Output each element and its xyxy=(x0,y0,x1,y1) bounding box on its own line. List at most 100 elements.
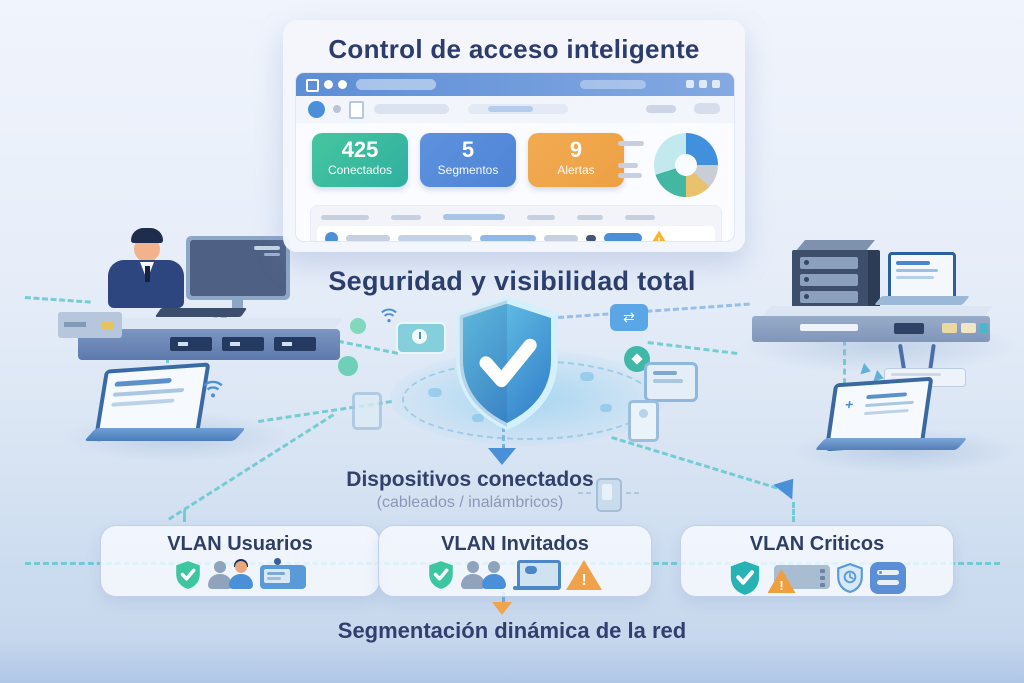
server-drive-bay xyxy=(800,257,858,269)
arrow-down-segmentation xyxy=(492,602,512,615)
platform-chip-4 xyxy=(600,404,612,412)
stat-card-alertas: 9 Alertas xyxy=(528,133,624,187)
server-blue-icon xyxy=(869,562,906,594)
connector-criticos-arrow-stem xyxy=(792,502,795,522)
server-laptop-screen xyxy=(888,252,956,302)
guest-laptop-icon xyxy=(513,560,561,590)
user-gray-icon xyxy=(207,561,232,589)
stat-value: 425 xyxy=(341,137,379,162)
server-blue-dot xyxy=(878,571,882,574)
dashboard-table: ! ! xyxy=(310,205,722,241)
shield-check-small-icon xyxy=(730,561,759,595)
admin-monitor-stand xyxy=(232,300,243,314)
tablet-right-icon xyxy=(644,362,698,402)
window-circle-button-1 xyxy=(324,80,333,89)
toolbar-right-pill-1 xyxy=(646,105,676,113)
stat-card-conectados: 425 Conectados xyxy=(312,133,408,187)
server-drive-bay xyxy=(800,274,858,286)
drive-dot xyxy=(804,260,809,265)
devices-caption-title: Dispositivos conectados xyxy=(346,468,594,491)
card-knob xyxy=(273,558,281,565)
laptop-icon-cloud xyxy=(525,566,537,574)
table-header-row xyxy=(321,211,711,223)
platform-chip-2 xyxy=(472,414,484,422)
background-bottom-band xyxy=(0,637,1024,683)
row-action-pill xyxy=(604,233,642,241)
toolbar-right-pill-2 xyxy=(694,103,720,114)
server-warning-icon: ! xyxy=(767,563,830,593)
admin-workstation xyxy=(58,226,344,360)
id-card-device-icon xyxy=(259,558,306,589)
donut-chart xyxy=(654,133,718,197)
vlan-title: VLAN Usuarios xyxy=(167,533,313,555)
caption-device-screen xyxy=(602,484,612,500)
stat-label: Segmentos xyxy=(437,163,499,177)
admin-person-tie xyxy=(145,266,150,282)
switch-front xyxy=(752,316,990,342)
switch-chip-amber-2 xyxy=(961,323,976,333)
titlebar-tab-placeholder xyxy=(356,79,436,90)
connector-usuarios-tick xyxy=(183,510,186,522)
guest-gray-icon xyxy=(461,561,485,589)
stat-card-segmentos: 5 Segmentos xyxy=(420,133,516,187)
vlan-title: VLAN Invitados xyxy=(441,533,589,555)
titlebar-right-placeholder xyxy=(580,80,646,89)
vlan-box-criticos: VLAN Criticos ! xyxy=(680,525,954,597)
caption-dash-right xyxy=(626,492,639,494)
donut-legend-bar-1 xyxy=(618,141,644,146)
server-scene xyxy=(752,240,1012,350)
connector-desk-to-laptop xyxy=(166,332,169,388)
side-network-device xyxy=(58,312,122,338)
window-square-button xyxy=(306,79,319,92)
phone-right-icon xyxy=(628,400,659,442)
laptop-base xyxy=(84,428,246,441)
shield-check-small-icon xyxy=(429,561,453,589)
wifi-icon-left xyxy=(199,380,227,402)
wifi-icon-shield-left xyxy=(377,308,401,326)
drive-dot xyxy=(804,277,809,282)
tablet-clock-icon xyxy=(396,322,446,354)
titlebar-menu-dot-2 xyxy=(699,80,707,88)
admin-monitor xyxy=(186,236,290,300)
toolbar-dot xyxy=(333,105,341,113)
admin-monitor-screen xyxy=(190,240,286,296)
document-icon xyxy=(349,101,364,119)
diamond-circle-left-icon xyxy=(338,356,358,376)
server-drive-bay xyxy=(800,291,858,303)
server-chip-dot xyxy=(819,569,825,573)
donut-hole xyxy=(675,154,697,176)
laptop-left xyxy=(82,362,282,456)
platform-chip-1 xyxy=(428,388,442,397)
switch-chip-amber-1 xyxy=(942,323,957,333)
vlan-icon-row: ! xyxy=(681,560,953,596)
dashboard-content: 425 Conectados 5 Segmentos 9 Alertas xyxy=(296,123,734,241)
footer-label: Segmentación dinámica de la red xyxy=(337,618,687,643)
toolbar-avatar-circle xyxy=(308,101,325,118)
switch-port-dark xyxy=(894,323,924,334)
caption-device-icon xyxy=(596,478,622,512)
platform-chip-3 xyxy=(580,372,594,381)
side-device-port xyxy=(102,321,114,330)
laptop-base xyxy=(814,438,968,450)
server-chip-dot xyxy=(819,576,825,580)
toolbar-search-text xyxy=(488,106,533,112)
connector-servers-to-router xyxy=(843,330,846,394)
vlan-box-invitados: VLAN Invitados ! xyxy=(378,525,652,597)
transfer-chip-icon: ⇄ xyxy=(610,304,648,331)
stat-value: 5 xyxy=(461,137,475,162)
phone-dot xyxy=(639,409,648,418)
stat-value: 9 xyxy=(569,137,583,162)
shield-check-icon xyxy=(456,296,558,431)
donut-legend-bar-2 xyxy=(618,163,638,168)
stat-label: Conectados xyxy=(327,163,393,177)
desk-port-slot xyxy=(170,337,212,351)
row-status-icon xyxy=(325,231,338,241)
server-tower xyxy=(792,250,880,312)
vlan-icon-row xyxy=(101,558,379,590)
router-antenna-1 xyxy=(897,343,907,371)
laptop-right: + xyxy=(814,376,1004,466)
connector-center-right-short xyxy=(647,341,738,355)
shield-check-small-icon xyxy=(175,561,200,589)
diamond-glyph xyxy=(631,353,643,365)
